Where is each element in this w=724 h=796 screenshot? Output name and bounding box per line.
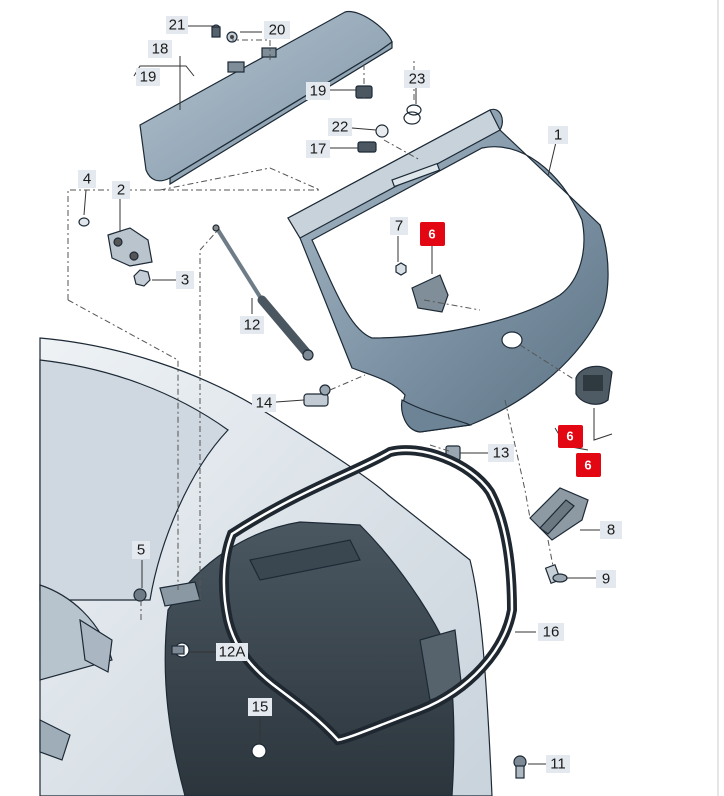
callout-label-19-clip: 19	[306, 82, 330, 100]
small-fasteners	[133, 588, 527, 779]
svg-text:6: 6	[584, 458, 591, 473]
callout-label-8: 8	[600, 521, 622, 539]
svg-text:20: 20	[269, 22, 286, 39]
callout-label-19: 19	[136, 68, 160, 86]
svg-text:15: 15	[252, 699, 269, 716]
callout-label-14: 14	[252, 394, 276, 412]
callout-label-1: 1	[548, 126, 568, 144]
callout-label-12a: 12A	[216, 643, 248, 661]
callout-label-18: 18	[148, 40, 172, 58]
highlight-label-6-housing-2[interactable]: 6	[576, 453, 601, 477]
callout-label-21: 21	[166, 16, 188, 34]
housing-part-6	[575, 365, 613, 405]
svg-text:13: 13	[493, 445, 510, 462]
callout-label-20: 20	[264, 21, 290, 39]
svg-text:19: 19	[140, 69, 157, 86]
svg-text:19: 19	[310, 83, 327, 100]
tailgate-part-1	[287, 108, 609, 433]
svg-text:16: 16	[543, 624, 560, 641]
svg-text:12: 12	[244, 317, 261, 334]
callout-label-4: 4	[78, 170, 96, 188]
svg-text:14: 14	[256, 395, 273, 412]
callout-label-22: 22	[328, 118, 352, 136]
spoiler-clips	[211, 24, 422, 153]
gas-strut-part-12	[212, 224, 314, 361]
svg-text:18: 18	[152, 41, 169, 58]
svg-text:22: 22	[332, 119, 349, 136]
callout-label-15: 15	[248, 698, 272, 716]
svg-text:21: 21	[169, 17, 186, 34]
svg-text:8: 8	[607, 522, 615, 539]
svg-text:5: 5	[137, 542, 145, 559]
callout-label-12: 12	[240, 316, 264, 334]
callout-label-17: 17	[306, 140, 330, 158]
callout-label-7: 7	[390, 217, 408, 235]
svg-text:23: 23	[409, 71, 426, 88]
callout-label-9: 9	[596, 570, 616, 588]
callout-label-11: 11	[546, 755, 570, 773]
highlight-label-6-bracket[interactable]: 6	[420, 222, 445, 246]
callout-label-13: 13	[488, 444, 514, 462]
callout-label-5: 5	[132, 541, 150, 559]
lock-part-8	[529, 487, 589, 541]
svg-text:6: 6	[428, 227, 435, 242]
callout-label-2: 2	[112, 181, 130, 199]
svg-text:7: 7	[395, 218, 403, 235]
callout-label-3: 3	[176, 271, 194, 289]
bolt-part-9	[544, 564, 568, 584]
ball-stud-part-14	[303, 384, 331, 407]
callout-label-23: 23	[404, 70, 430, 88]
svg-text:3: 3	[181, 272, 189, 289]
highlight-label-6-housing[interactable]: 6	[558, 425, 583, 448]
svg-text:4: 4	[83, 171, 91, 188]
svg-text:9: 9	[602, 571, 610, 588]
hinge-part-2	[78, 217, 153, 287]
svg-text:1: 1	[554, 127, 562, 144]
svg-text:6: 6	[566, 429, 573, 444]
assembly-lines	[67, 39, 576, 620]
svg-text:12A: 12A	[219, 644, 246, 661]
callout-label-16: 16	[538, 623, 564, 641]
spoiler-part-18	[139, 11, 393, 186]
svg-text:2: 2	[117, 182, 125, 199]
svg-text:11: 11	[550, 756, 566, 773]
bracket-part-6	[395, 262, 449, 313]
svg-text:17: 17	[310, 141, 327, 158]
